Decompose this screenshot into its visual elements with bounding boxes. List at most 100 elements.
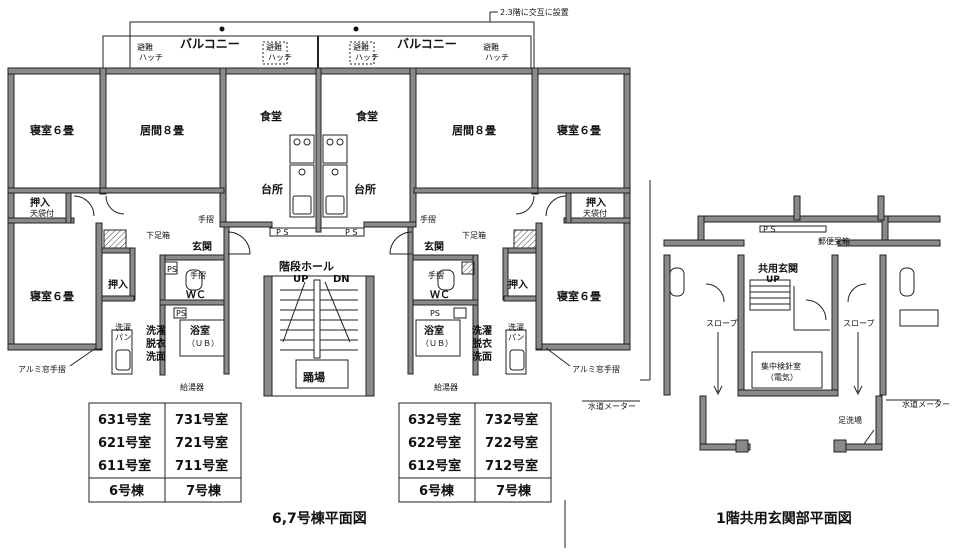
wall-wc-top [159,254,229,261]
foot-wash: 足洗場 [838,415,862,425]
meter-room-box [751,351,823,389]
bath-label-left: 浴室 [190,324,210,337]
landing-label: 踊場 [303,370,325,384]
laundry-2-left: 脱衣 [146,337,166,350]
oshiire-tr: 押入 [586,196,606,209]
common-entrance: 共用玄関 [758,262,798,275]
heater-right: 給湯器 [434,382,458,392]
living-left: 居間８畳 [140,124,184,137]
bedroom-tr: 寝室６畳 [557,123,601,137]
wall-oshiire2-top-r [505,247,537,254]
ent-wall-top [697,215,941,223]
hatch-label2: ハッチ [139,53,163,62]
hatch-label2: ハッチ [355,53,379,62]
ps-left-2: PS [176,309,186,318]
hatch-label: 避難 [353,42,369,52]
tr-r2c0: 612号室 [408,458,461,474]
tl-r2c0: 611号室 [98,458,151,474]
tr-r1c0: 622号室 [408,435,461,451]
ent-front-right [875,395,883,449]
room-table-left: 631号室 731号室 621号室 721号室 611号室 711号室 6号棟 … [88,402,242,503]
pan-2-left: パン [115,333,131,342]
bedroom-bl: 寝室６畳 [30,289,74,303]
wall-wc-top-r [409,254,479,261]
balcony-label-left: バルコニー [180,37,240,51]
bath-left [179,319,225,357]
ent-ps-label: P S [763,225,775,234]
ps-right-2: PS [430,309,440,318]
stair-center [313,279,321,359]
laundry-3-left: 洗面 [146,350,166,363]
balcony-note: 2.3階に交互に設置 [500,7,569,17]
alumi-right: アルミ窓手摺 [572,364,620,374]
alumi-leader-left [69,347,97,367]
wall-wc-left [159,254,166,376]
pan-2-right: パン [508,333,524,342]
hatch-label: 避難 [483,42,499,52]
bath-label-right: 浴室 [424,324,444,337]
wall-living-dining [219,67,227,225]
wall-bedroom-living [99,67,107,195]
outer-wall-bottom-left [7,343,103,351]
stair-up-label: UP [293,274,308,285]
genkan-right: 玄関 [424,240,444,253]
wall-living-bottom-r [413,187,539,194]
living-right: 居間８畳 [452,124,496,137]
outer-wall-bottom-right [535,343,631,351]
main-plan: 2.3階に交互に設置 バルコニー バルコニー 避難 ハッチ 避難 ハッチ 避難 … [7,7,631,397]
meter-room-l1: 集中検針室 [761,361,801,371]
oshiire-br: 押入 [508,278,528,291]
meter-room-l2: （電気） [766,372,798,382]
genkan-left: 玄関 [192,240,212,253]
landing-box [295,359,349,389]
kitchen-left: 台所 [261,182,283,196]
tr-foot0: 6号棟 [419,483,455,499]
heater-left: 給湯器 [180,382,204,392]
ent-bath-right [899,309,939,327]
hatch-marker-right [353,26,359,32]
laundry-1-left: 洗濯 [146,324,166,337]
escape-hatch-3: 避難 ハッチ [349,41,379,65]
outer-wall-left [7,67,15,351]
stove-right [322,134,348,164]
tr-foot1: 7号棟 [496,483,532,499]
ps-left-1: PS [167,265,177,274]
plan-title-left: 6,7号棟平面図 [272,510,367,527]
alumi-leader-right [545,347,571,367]
ent-pillar-r [833,439,847,453]
hatch-label2: ハッチ [485,53,509,62]
ps-label-2: P S [345,228,357,237]
ub-label-right: （ＵＢ） [421,339,453,348]
wall-bedroom-bottom-r [531,187,631,194]
ps-box-left2 [173,307,187,319]
ent-post-top [793,195,801,221]
tl-r2c1: 711号室 [175,458,228,474]
kitchen-right: 台所 [354,182,376,196]
ent-core-right [831,254,839,396]
oshiire-tl: 押入 [30,196,50,209]
water-meter-right: 水道メーター [902,399,950,409]
wall-bedroom-living-r [531,67,539,195]
ent-front-bottom-l [699,443,751,451]
toilet-left [185,269,203,291]
ent-pillar-l [735,439,749,453]
shoe-label-left: 下足箱 [146,230,170,240]
handrail-right: 手摺 [420,214,436,224]
wall-bedroom2-right [95,222,103,350]
wall-oshiire-bottom-r [563,217,631,224]
slope-arrows [713,332,863,396]
door-swings [73,195,567,255]
room-table-right: 632号室 732号室 622号室 722号室 612号室 712号室 6号棟 … [398,402,552,503]
balcony-label-right: バルコニー [397,37,457,51]
ent-wall-right-band [837,239,941,247]
tr-r0c1: 732号室 [485,412,538,428]
shoe-cabinet-left [103,229,127,249]
toilet-right [437,269,455,291]
tenbukuro-right: 天袋付 [583,208,607,218]
escape-hatch-4: 避難 ハッチ [483,42,509,62]
stove-burners [293,138,344,176]
ent-up: UP [766,275,780,285]
wash-basin-left [115,349,131,371]
